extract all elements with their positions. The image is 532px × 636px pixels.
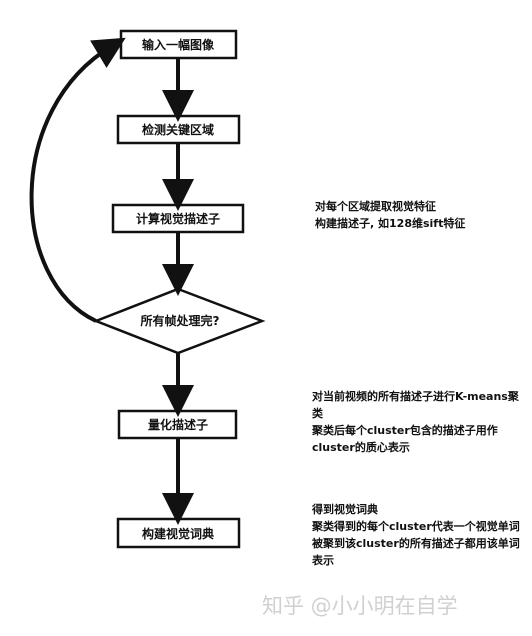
node-build-vocabulary-label: 构建视觉词典 [142,526,214,541]
node-quantize-label: 量化描述子 [148,417,208,432]
watermark: 知乎 @小小明在自学 [262,594,458,618]
node-quantize: 量化描述子 [117,409,238,440]
annotation-visual-vocabulary: 得到视觉词典 聚类得到的每个cluster代表一个视觉单词 被聚到该cluste… [312,503,520,567]
node-decision: 所有帧处理完? [92,287,266,355]
node-build-vocabulary: 构建视觉词典 [116,517,241,549]
node-detect-regions-label: 检测关键区域 [142,122,214,137]
node-compute-descriptor: 计算视觉描述子 [111,203,245,234]
annotation-kmeans-clustering: 对当前视频的所有描述子进行K-means聚类 聚类后每个cluster包含的描述… [312,390,519,454]
annotation-feature-extraction: 对每个区域提取视觉特征 构建描述子, 如128维sift特征 [315,200,466,230]
node-decision-label: 所有帧处理完? [141,313,220,328]
arrow-loop-back [29,37,126,323]
node-input-image-label: 输入一幅图像 [142,37,215,52]
node-input-image: 输入一幅图像 [119,29,238,60]
node-detect-regions: 检测关键区域 [116,114,241,145]
node-compute-descriptor-label: 计算视觉描述子 [136,211,220,226]
